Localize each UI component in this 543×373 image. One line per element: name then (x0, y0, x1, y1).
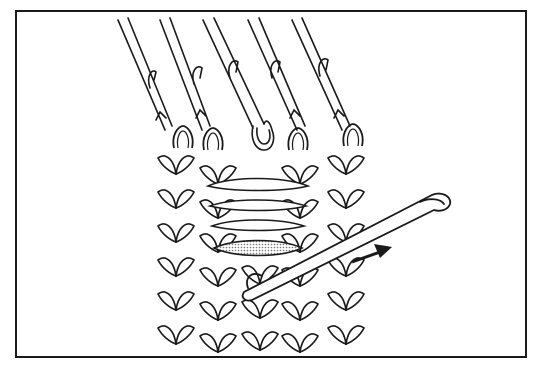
stitch-column-2 (200, 166, 236, 352)
needle-5 (292, 18, 350, 130)
needle-1 (118, 18, 172, 130)
needles (118, 18, 350, 150)
needle-3-empty-with-hook (203, 18, 274, 150)
needle-4 (248, 18, 305, 130)
ladder-bars (208, 179, 308, 256)
stitch-column-1 (158, 156, 194, 344)
